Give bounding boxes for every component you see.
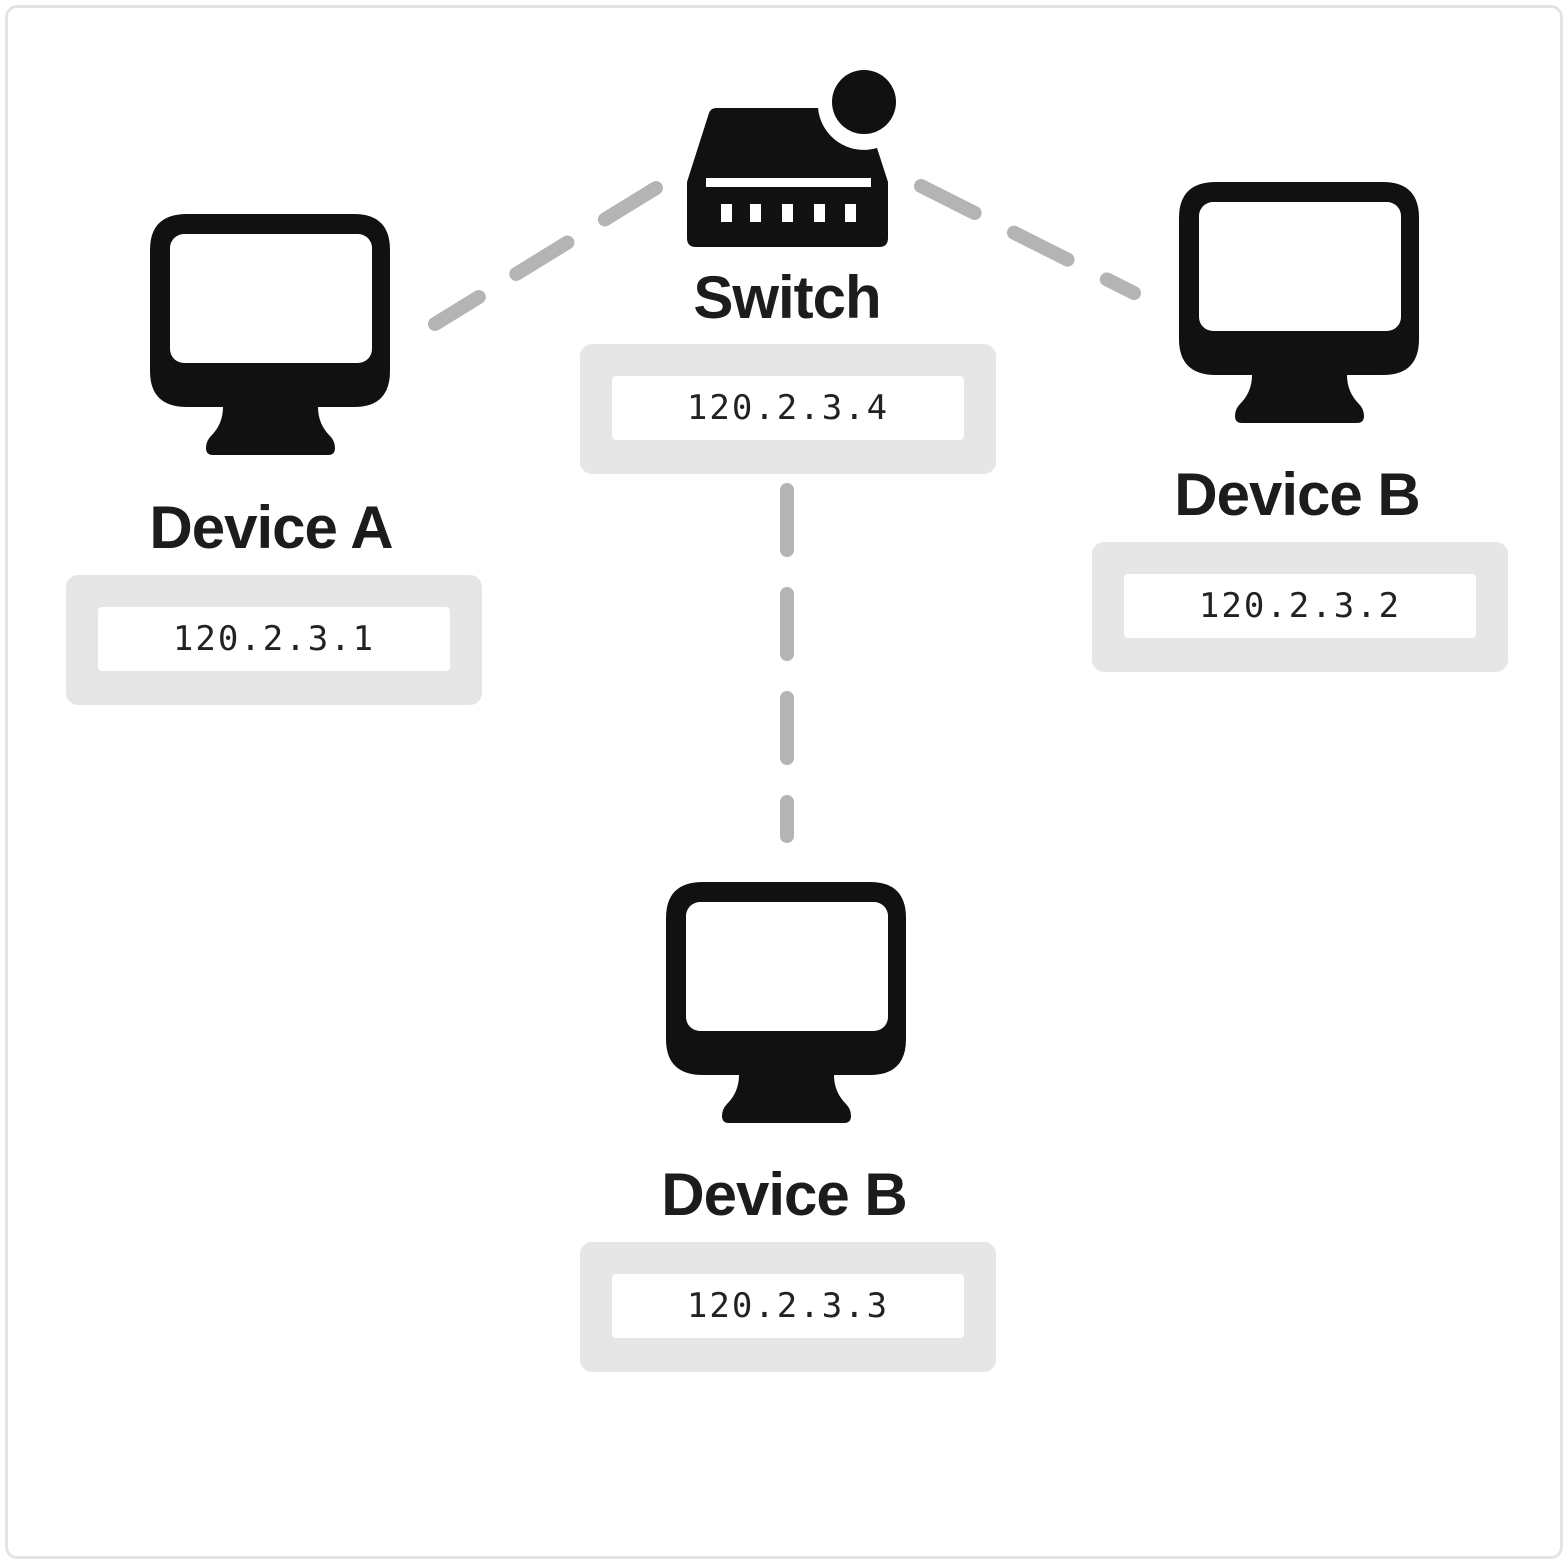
- device-b-bottom-ip-card: 120.2.3.3: [580, 1242, 996, 1372]
- device-a-label: Device A: [149, 494, 393, 561]
- switch-ip-field[interactable]: 120.2.3.4: [612, 376, 964, 440]
- network-switch-icon: [687, 70, 896, 247]
- monitor-icon: [150, 214, 390, 455]
- device-a-ip-field[interactable]: 120.2.3.1: [98, 607, 450, 671]
- device-b-right-ip-field[interactable]: 120.2.3.2: [1124, 574, 1476, 638]
- monitor-icon: [666, 882, 906, 1123]
- device-a-ip-card: 120.2.3.1: [66, 575, 482, 705]
- device-b-bottom-label: Device B: [661, 1161, 907, 1228]
- switch-label: Switch: [693, 264, 881, 331]
- device-b-right-label: Device B: [1174, 461, 1420, 528]
- device-b-right-ip-card: 120.2.3.2: [1092, 542, 1508, 672]
- link-switch-device-a: [428, 181, 663, 331]
- link-switch-device-b-right: [914, 179, 1141, 300]
- switch-ip-card: 120.2.3.4: [580, 344, 996, 474]
- monitor-icon: [1179, 182, 1419, 423]
- device-b-bottom-ip-field[interactable]: 120.2.3.3: [612, 1274, 964, 1338]
